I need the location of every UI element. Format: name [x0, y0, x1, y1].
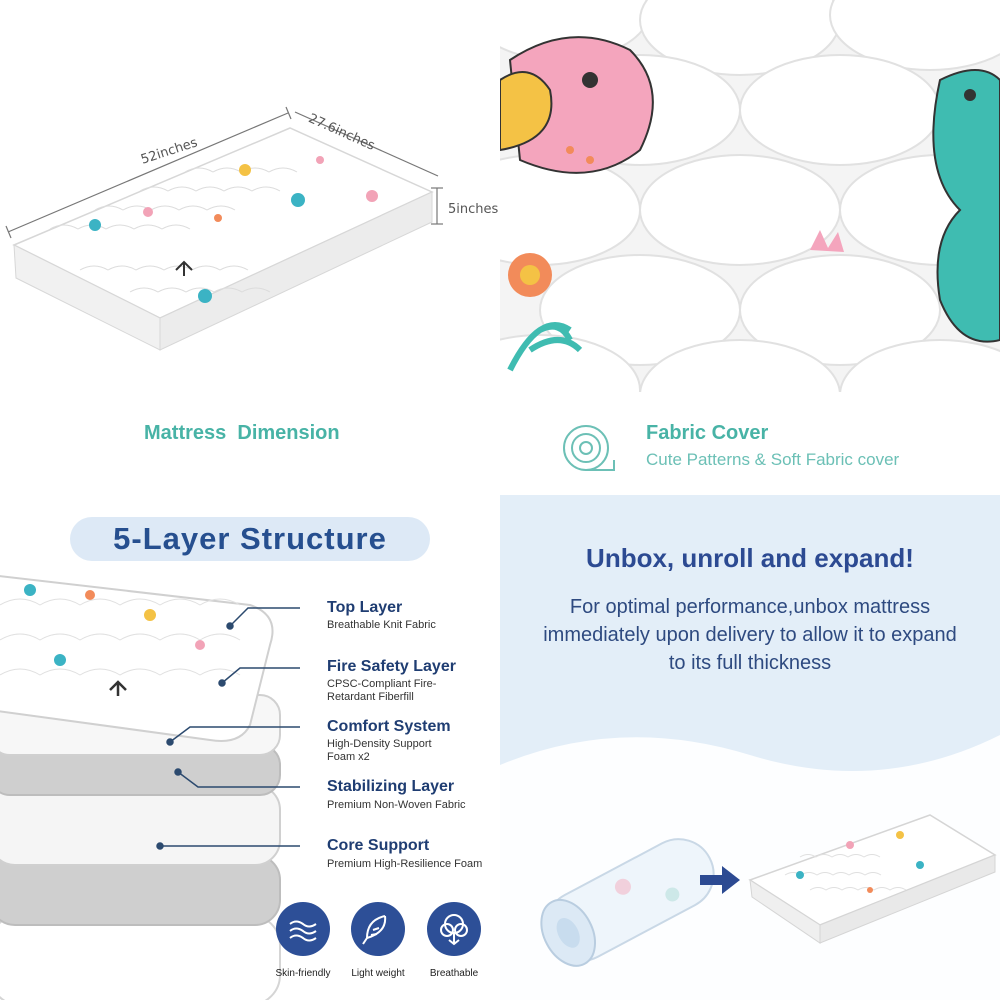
unbox-illustration: [500, 735, 1000, 1000]
feature-breathable-label: Breathable: [429, 968, 479, 979]
layer-3-title: Comfort System: [327, 718, 451, 735]
unbox-instructions: For optimal performance,unbox mattress i…: [543, 596, 957, 674]
unbox-title: Unbox, unroll and expand!: [586, 543, 914, 573]
layers-title: 5-Layer Structure: [70, 517, 430, 561]
layer-5-desc: Premium High-Resilience Foam: [327, 858, 483, 870]
height-label: 5inches: [448, 202, 499, 217]
tree-air-icon: [427, 902, 481, 956]
layers-panel: 5-Layer Structure Top Layer Breathable: [0, 495, 500, 1000]
layer-2-title: Fire Safety Layer: [327, 658, 456, 675]
waves-icon: [276, 902, 330, 956]
mattress-dimension-illustration: [5, 106, 443, 351]
fabric-panel: Fabric Cover Cute Patterns & Soft Fabric…: [500, 0, 1000, 490]
dimension-caption: Mattress Dimension: [144, 422, 340, 444]
feature-skin-friendly-label: Skin-friendly: [275, 968, 331, 979]
arrow-right-icon: [700, 866, 740, 894]
feather-icon: [351, 902, 405, 956]
layer-1-title: Top Layer: [327, 599, 403, 616]
fabric-title: Fabric Cover: [646, 422, 769, 444]
feature-light-weight-label: Light weight: [351, 968, 405, 979]
layer-3-desc: High-Density Support Foam x2: [327, 738, 432, 763]
layer-1-desc: Breathable Knit Fabric: [327, 619, 436, 631]
fabric-closeup-image: [500, 0, 1000, 451]
unbox-panel: Unbox, unroll and expand! For optimal pe…: [500, 495, 1000, 1000]
fabric-subtitle: Cute Patterns & Soft Fabric cover: [646, 450, 900, 469]
mattress-layers-illustration: [0, 575, 320, 1000]
dimension-panel: 52inches 27.6inches 5inches Mattress Dim…: [0, 0, 500, 490]
layer-4-title: Stabilizing Layer: [327, 778, 455, 795]
layer-2-desc: CPSC-Compliant Fire-Retardant Fiberfill: [327, 678, 437, 703]
layer-5-title: Core Support: [327, 837, 430, 854]
fabric-roll-icon: [563, 425, 615, 471]
layer-4-desc: Premium Non-Woven Fabric: [327, 799, 466, 811]
